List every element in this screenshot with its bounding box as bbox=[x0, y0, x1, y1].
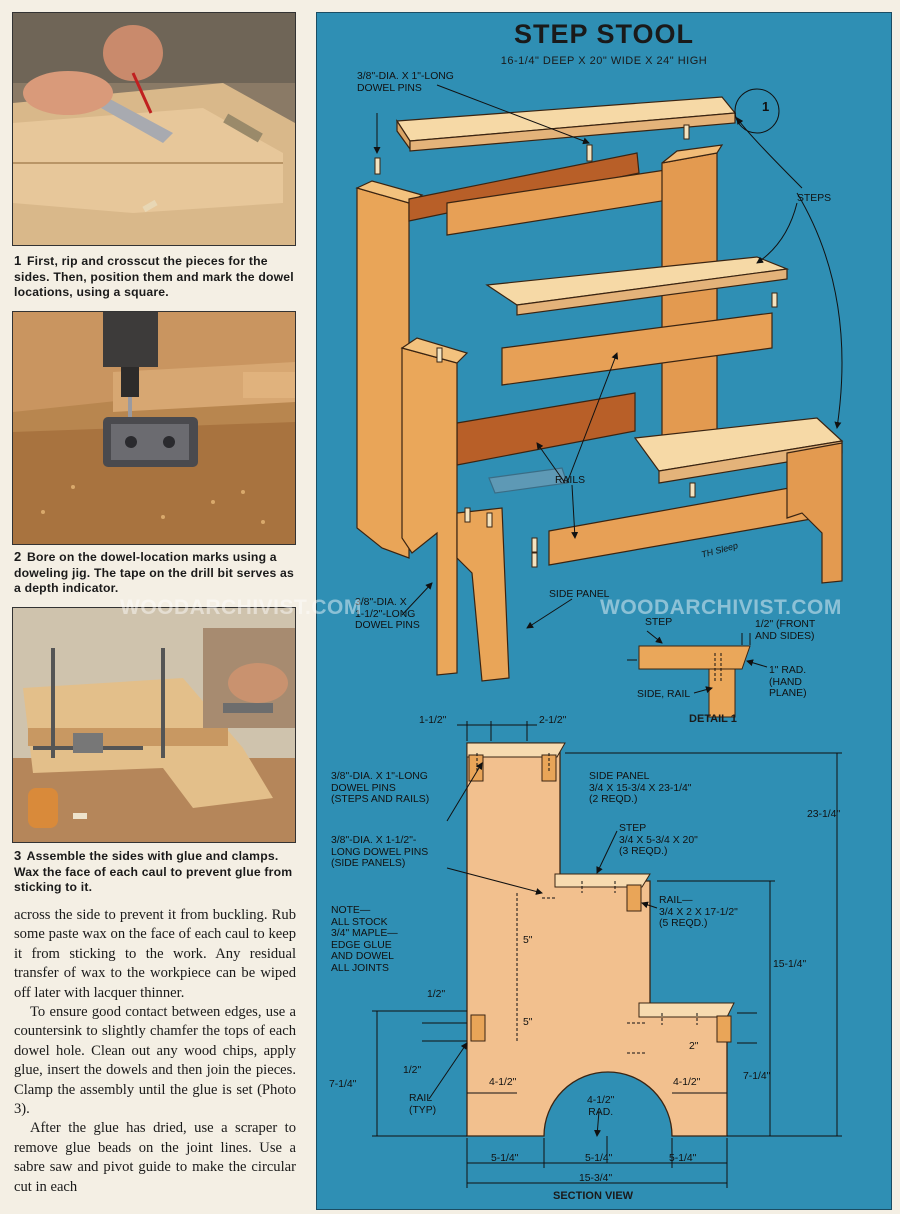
caption-3: 3 Assemble the sides with glue and clamp… bbox=[14, 848, 296, 896]
section-view bbox=[372, 721, 842, 1188]
detail-1 bbox=[627, 630, 768, 718]
caption-2-text: Bore on the dowel-location marks using a… bbox=[14, 550, 295, 595]
article-body: across the side to prevent it from buckl… bbox=[14, 906, 296, 1197]
detail-1-title: DETAIL 1 bbox=[689, 713, 737, 725]
drawing-title: STEP STOOL bbox=[513, 19, 695, 49]
detail-callout-number: 1 bbox=[762, 99, 770, 114]
caption-3-text: Assemble the sides with glue and clamps.… bbox=[14, 849, 293, 894]
dim-2-1-2: 2-1/2" bbox=[539, 715, 567, 726]
section-view-title: SECTION VIEW bbox=[553, 1190, 634, 1202]
watermark-left: WOODARCHIVIST.COM bbox=[120, 596, 362, 619]
dim-5-upper: 5" bbox=[523, 935, 533, 946]
left-side-panel bbox=[356, 187, 410, 559]
label-rail-spec: RAIL— 3/4 X 2 X 17-1/2" (5 REQD.) bbox=[659, 895, 738, 929]
step-stool-drawing: STEP STOOL 16-1/4" DEEP X 20" WIDE X 24"… bbox=[316, 12, 892, 1210]
construction-note: NOTE— ALL STOCK 3/4" MAPLE— EDGE GLUE AN… bbox=[331, 905, 398, 974]
label-dowel-steps-rails: 3/8"-DIA. X 1"-LONG DOWEL PINS (STEPS AN… bbox=[331, 771, 430, 805]
dim-15-1-4: 15-1/4" bbox=[773, 959, 807, 970]
label-rails: RAILS bbox=[555, 475, 586, 486]
detail-side-rail: SIDE, RAIL bbox=[637, 689, 691, 700]
paragraph-1: across the side to prevent it from buckl… bbox=[14, 907, 296, 1001]
dim-23-1-4: 23-1/4" bbox=[807, 809, 841, 820]
dim-half-lower: 1/2" bbox=[403, 1065, 422, 1076]
paragraph-2: To ensure good contact between edges, us… bbox=[14, 1004, 296, 1118]
dim-5-1-4-c: 5-1/4" bbox=[669, 1153, 697, 1164]
dim-half-upper: 1/2" bbox=[427, 989, 446, 1000]
dim-4-1-2-left: 4-1/2" bbox=[489, 1077, 517, 1088]
dim-5-1-4-a: 5-1/4" bbox=[491, 1153, 519, 1164]
exploded-view bbox=[355, 96, 844, 682]
detail-front-sides: 1/2" (FRONT AND SIDES) bbox=[755, 619, 816, 642]
caption-2: 2 Bore on the dowel-location marks using… bbox=[14, 549, 296, 597]
dim-15-3-4: 15-3/4" bbox=[579, 1173, 613, 1184]
label-dowel-side: 3/8"-DIA. X 1-1/2"-LONG DOWEL PINS bbox=[355, 597, 420, 631]
label-step-spec: STEP 3/4 X 5-3/4 X 20" (3 REQD.) bbox=[619, 823, 698, 857]
side-panel-section bbox=[466, 742, 728, 1137]
label-side-panel-spec: SIDE PANEL 3/4 X 15-3/4 X 23-1/4" (2 REQ… bbox=[589, 771, 692, 805]
middle-front-rail bbox=[501, 312, 773, 386]
caption-3-number: 3 bbox=[14, 848, 22, 863]
label-side-panel: SIDE PANEL bbox=[549, 589, 610, 600]
watermark-right: WOODARCHIVIST.COM bbox=[600, 596, 842, 619]
bottom-front-rail bbox=[548, 482, 818, 566]
arch-radius: 4-1/2" RAD. bbox=[587, 1095, 615, 1118]
photo-clamping-sides bbox=[12, 607, 296, 843]
dim-2: 2" bbox=[689, 1041, 699, 1052]
drawing-subtitle: 16-1/4" DEEP X 20" WIDE X 24" HIGH bbox=[500, 55, 708, 67]
front-side-panel bbox=[401, 347, 458, 676]
label-steps: STEPS bbox=[797, 193, 832, 204]
caption-1: 1 First, rip and crosscut the pieces for… bbox=[14, 253, 296, 301]
caption-1-text: First, rip and crosscut the pieces for t… bbox=[14, 254, 294, 299]
dim-7-1-4-left: 7-1/4" bbox=[329, 1079, 357, 1090]
dim-5-lower: 5" bbox=[523, 1017, 533, 1028]
label-dowel-side-panels: 3/8"-DIA. X 1-1/2"- LONG DOWEL PINS (SID… bbox=[331, 835, 429, 869]
rail-typ: RAIL (TYP) bbox=[409, 1093, 437, 1116]
dim-7-1-4-right: 7-1/4" bbox=[743, 1071, 771, 1082]
label-dowel-top: 3/8"-DIA. X 1"-LONG DOWEL PINS bbox=[357, 71, 454, 94]
right-side-panel bbox=[661, 152, 718, 439]
dim-5-1-4-b: 5-1/4" bbox=[585, 1153, 613, 1164]
detail-radius: 1" RAD. (HAND PLANE) bbox=[769, 665, 807, 699]
caption-2-number: 2 bbox=[14, 549, 22, 564]
middle-back-rail bbox=[456, 392, 636, 466]
paragraph-3: After the glue has dried, use a scraper … bbox=[14, 1120, 296, 1195]
caption-1-number: 1 bbox=[14, 253, 22, 268]
drawing-svg bbox=[355, 84, 844, 1188]
photo-boring-dowels bbox=[12, 311, 296, 545]
dim-1-1-2: 1-1/2" bbox=[419, 715, 447, 726]
dim-4-1-2-right: 4-1/2" bbox=[673, 1077, 701, 1088]
dowel-pins bbox=[374, 124, 778, 568]
photo-marking-pieces bbox=[12, 12, 296, 246]
detail-step-label: STEP bbox=[645, 617, 673, 628]
